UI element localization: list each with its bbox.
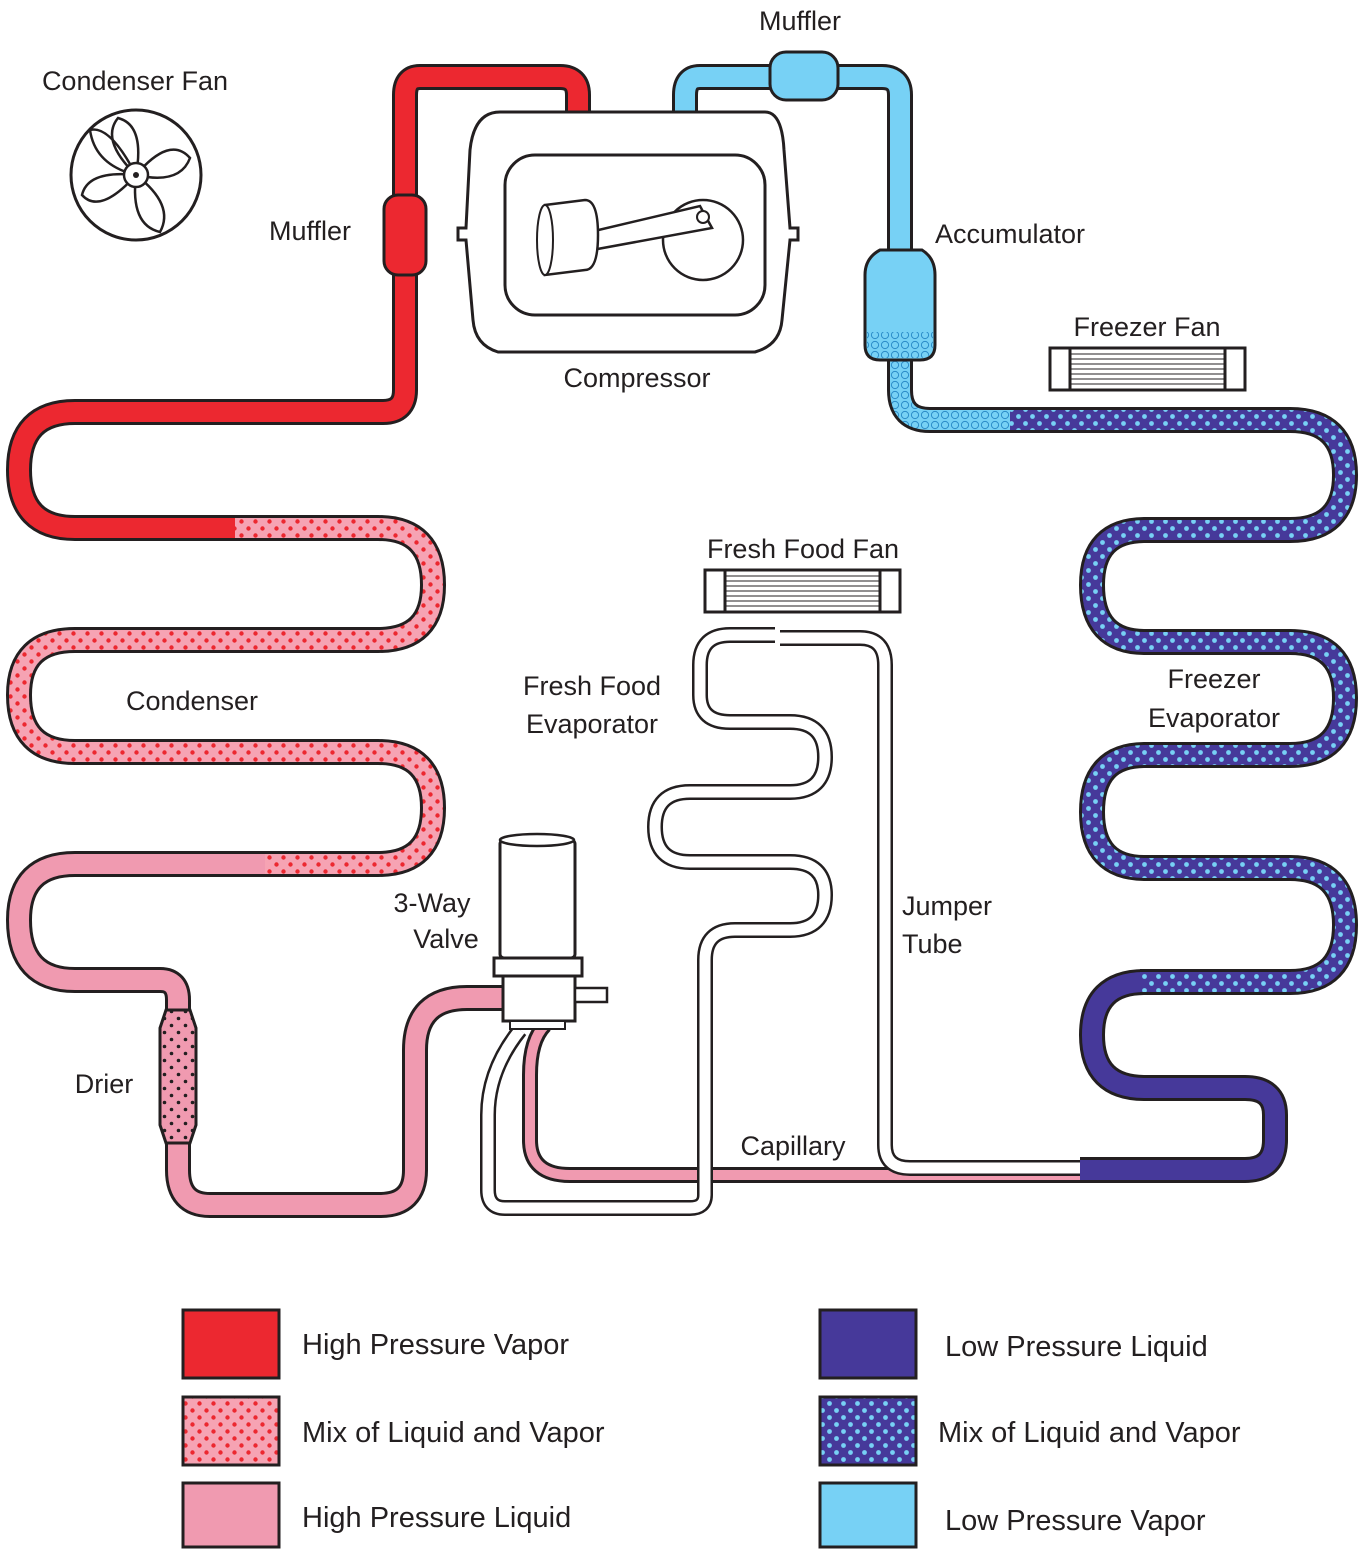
legend: High Pressure Vapor Mix of Liquid and Va… xyxy=(181,1308,1241,1549)
condenser-label: Condenser xyxy=(126,686,258,716)
fresh-food-fan xyxy=(703,568,902,614)
legend-label-low-pressure-liquid: Low Pressure Liquid xyxy=(945,1331,1208,1363)
drier xyxy=(158,1008,198,1145)
discharge-muffler-label: Muffler xyxy=(269,216,351,246)
accumulator-inlet xyxy=(887,360,1010,433)
condenser-coil xyxy=(6,515,446,877)
legend-label-high-pressure-vapor: High Pressure Vapor xyxy=(302,1329,569,1361)
legend-swatch-hp-mix xyxy=(181,1395,281,1467)
freezer-evaporator-coil xyxy=(1000,407,1358,995)
legend-label-low-pressure-vapor: Low Pressure Vapor xyxy=(945,1505,1206,1537)
legend-swatch-high-pressure-liquid xyxy=(181,1481,281,1549)
jumper-tube-label-1: Jumper xyxy=(902,891,992,921)
fresh-food-evaporator xyxy=(480,627,833,1216)
capillary-label: Capillary xyxy=(740,1131,846,1161)
legend-label-hp-mix: Mix of Liquid and Vapor xyxy=(302,1417,605,1449)
three-way-valve-label-1: 3-Way xyxy=(393,888,471,918)
compressor-label: Compressor xyxy=(563,363,710,393)
freezer-fan xyxy=(1048,346,1247,392)
legend-label-high-pressure-liquid: High Pressure Liquid xyxy=(302,1502,571,1534)
discharge-muffler xyxy=(382,193,428,277)
compressor xyxy=(456,110,800,354)
three-way-valve-label-2: Valve xyxy=(413,924,479,954)
liquid-line xyxy=(6,851,1085,1218)
legend-swatch-low-pressure-liquid xyxy=(818,1308,918,1380)
fresh-food-fan-label: Fresh Food Fan xyxy=(707,534,899,564)
condenser-fan xyxy=(69,108,203,242)
accumulator-label: Accumulator xyxy=(935,219,1085,249)
suction-muffler-label: Muffler xyxy=(759,6,841,36)
freezer-evaporator-inlet xyxy=(1079,969,1288,1183)
freezer-fan-label: Freezer Fan xyxy=(1073,312,1220,342)
jumper-tube xyxy=(780,630,1085,1176)
legend-swatch-low-pressure-vapor xyxy=(818,1481,918,1549)
condenser-fan-label: Condenser Fan xyxy=(42,66,228,96)
accumulator xyxy=(863,248,937,362)
legend-swatch-high-pressure-vapor xyxy=(181,1308,281,1380)
fresh-food-evaporator-label-2: Evaporator xyxy=(526,709,658,739)
legend-swatch-lp-mix xyxy=(818,1395,918,1467)
fresh-food-evaporator-label-1: Fresh Food xyxy=(523,671,661,701)
three-way-valve xyxy=(492,832,609,1030)
drier-label: Drier xyxy=(75,1069,134,1099)
freezer-evaporator-label-1: Freezer xyxy=(1167,664,1260,694)
freezer-evaporator-label-2: Evaporator xyxy=(1148,703,1280,733)
legend-label-lp-mix: Mix of Liquid and Vapor xyxy=(938,1417,1241,1449)
jumper-tube-label-2: Tube xyxy=(902,929,963,959)
suction-muffler xyxy=(768,50,840,102)
discharge-line xyxy=(6,64,591,541)
